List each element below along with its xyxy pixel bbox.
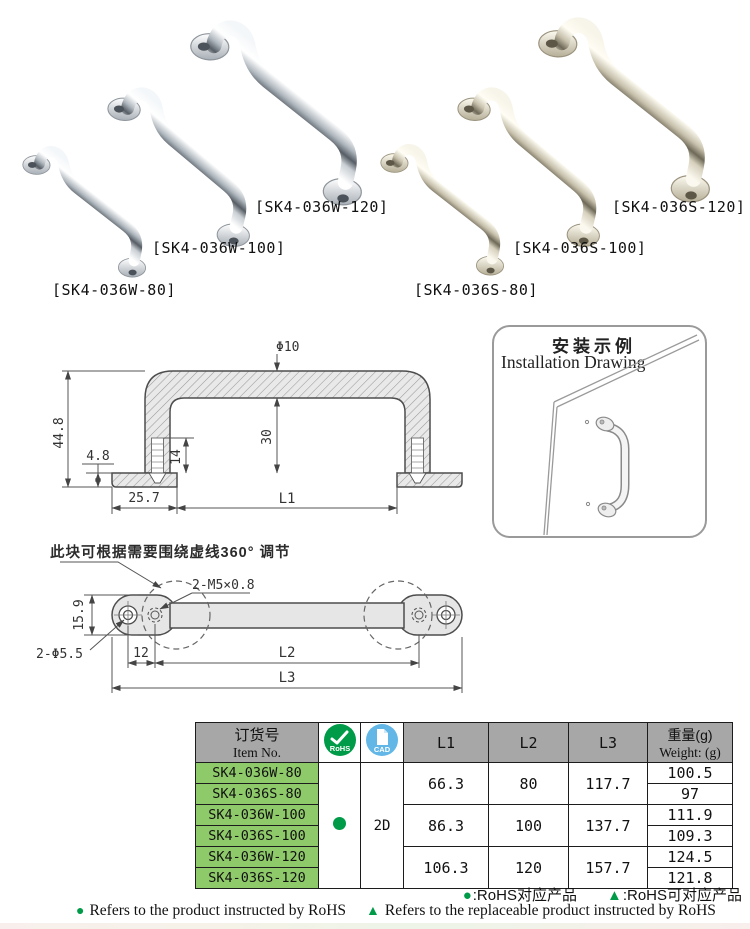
weight-header-en: Weight: (g): [659, 744, 721, 760]
product-label-s120: [SK4-036S-120]: [612, 198, 746, 216]
top-view-drawing: 2-M5×0.8 15.9 2-Φ5.5 12 L2 L3: [36, 561, 463, 693]
l2-value: 80: [488, 762, 569, 805]
installation-drawing-box: 安装示例 Installation Drawing: [492, 325, 707, 538]
rohs-status-cell: [318, 762, 361, 889]
table-row: SK4-036S-80 97: [195, 783, 733, 805]
footer-rohs-text: Refers to the product instructed by RoHS: [89, 902, 347, 919]
handle-photo-s100: [430, 77, 632, 262]
weight-value: 124.5: [647, 846, 733, 868]
weight-value: 121.8: [647, 867, 733, 889]
handle-top-view: [111, 580, 463, 650]
dim-plate-thickness: 4.8: [86, 449, 109, 464]
l1-value: 86.3: [403, 804, 489, 847]
rohs-legend: ●:RoHS对应产品 ▲:RoHS可对应产品: [463, 884, 742, 905]
green-dot-icon: ●: [462, 887, 472, 904]
item-number: SK4-036S-80: [195, 783, 319, 805]
handle-section: [111, 370, 463, 488]
item-number: SK4-036S-100: [195, 825, 319, 847]
l3-value: 137.7: [568, 804, 648, 847]
green-dot-icon: ●: [76, 902, 85, 918]
spec-table: 订货号 Item No. RoHS CAD: [195, 722, 733, 889]
dim-foot-length: 25.7: [128, 491, 159, 506]
dim-diameter: Φ10: [276, 340, 299, 355]
page-edge-strip: [0, 923, 750, 929]
product-label-w100: [SK4-036W-100]: [152, 239, 286, 257]
cad-icon: CAD: [366, 724, 398, 756]
installation-panel-drawing: [543, 334, 700, 535]
dim-l3: L3: [279, 670, 296, 686]
dim-overall-height: 44.8: [52, 417, 67, 448]
l3-value: 157.7: [568, 846, 648, 889]
legend-rohs-replaceable: ▲:RoHS可对应产品: [607, 884, 742, 905]
installation-title-cn: 安装示例: [552, 337, 636, 356]
legend-rohs-alt-text: :RoHS可对应产品: [622, 887, 742, 904]
product-label-w80: [SK4-036W-80]: [52, 281, 176, 299]
footer-rohs-compliant: ●Refers to the product instructed by RoH…: [76, 902, 346, 920]
handle-photo-s120: [507, 5, 747, 220]
l2-value: 120: [488, 846, 569, 889]
table-row: SK4-036W-100 86.3 100 137.7 111.9: [195, 804, 733, 847]
item-number: SK4-036W-100: [195, 804, 319, 826]
side-view-dimension-lines: [62, 354, 398, 514]
footer-note: ●Refers to the product instructed by RoH…: [76, 902, 716, 920]
item-header-en: Item No.: [233, 745, 281, 760]
dim-hole-offset: 12: [133, 646, 149, 661]
dim-pad-width: 15.9: [72, 599, 87, 630]
green-triangle-icon: ▲: [606, 887, 622, 904]
product-label-s100: [SK4-036S-100]: [513, 239, 647, 257]
dim-l2: L2: [279, 645, 296, 661]
col-header-rohs: RoHS: [318, 722, 361, 763]
dim-inner-height: 30: [260, 429, 275, 445]
weight-value: 100.5: [647, 762, 733, 784]
top-view-dimension-lines: [60, 561, 463, 693]
item-number: SK4-036S-120: [195, 867, 319, 889]
table-row: SK4-036S-100 109.3: [195, 825, 733, 847]
weight-value: 111.9: [647, 804, 733, 826]
footer-rohs-replaceable: ▲Refers to the replaceable product instr…: [366, 902, 716, 920]
dim-thread-depth: 14: [169, 449, 184, 465]
weight-header-cn: 重量(g): [667, 726, 713, 743]
installation-title-en: Installation Drawing: [501, 352, 646, 372]
col-header-item: 订货号 Item No.: [195, 722, 319, 763]
l2-value: 100: [488, 804, 569, 847]
rohs-icon: RoHS: [323, 724, 356, 756]
rotation-note: 此块可根据需要围绕虚线360° 调节: [50, 545, 291, 561]
dim-hole-spec: 2-Φ5.5: [36, 647, 83, 662]
rohs-compliant-dot: [333, 816, 346, 830]
col-header-l3: L3: [568, 722, 648, 763]
table-row: SK4-036W-80 2D 66.3 80 117.7 100.5: [195, 762, 733, 889]
legend-rohs-compliant: ●:RoHS对应产品: [463, 884, 577, 905]
legend-rohs-text: :RoHS对应产品: [472, 887, 577, 904]
table-header-row: 订货号 Item No. RoHS CAD: [195, 722, 733, 763]
table-row: SK4-036S-120 121.8: [195, 867, 733, 889]
green-triangle-icon: ▲: [366, 902, 380, 918]
handle-photo-w120: [159, 8, 399, 223]
handle-photo-w80: [0, 138, 172, 291]
item-header-cn: 订货号: [234, 727, 280, 744]
product-photos: [0, 0, 750, 310]
product-label-w120: [SK4-036W-120]: [255, 198, 389, 216]
l1-value: 106.3: [403, 846, 489, 889]
installed-handle: [584, 416, 630, 518]
weight-value: 109.3: [647, 825, 733, 847]
product-label-s80: [SK4-036S-80]: [414, 281, 538, 299]
item-number: SK4-036W-120: [195, 846, 319, 868]
col-header-weight: 重量(g) Weight: (g): [647, 722, 733, 763]
item-number: SK4-036W-80: [195, 762, 319, 784]
side-view-drawing: Φ10 44.8 4.8 14 30 25.7 L1: [52, 340, 463, 514]
footer-rohs-alt-text: Refers to the replaceable product instru…: [384, 902, 716, 919]
cad-format-cell: 2D: [360, 762, 404, 889]
handle-photo-w100: [80, 77, 282, 262]
table-row: SK4-036W-120 106.3 120 157.7 124.5: [195, 846, 733, 889]
dim-thread-spec: 2-M5×0.8: [192, 578, 255, 593]
col-header-l1: L1: [403, 722, 489, 763]
svg-text:CAD: CAD: [374, 745, 391, 754]
dim-l1: L1: [279, 491, 296, 507]
col-header-l2: L2: [488, 722, 569, 763]
col-header-cad: CAD: [360, 722, 404, 763]
l3-value: 117.7: [568, 762, 648, 805]
l1-value: 66.3: [403, 762, 489, 805]
weight-value: 97: [647, 783, 733, 805]
svg-text:RoHS: RoHS: [329, 744, 349, 753]
